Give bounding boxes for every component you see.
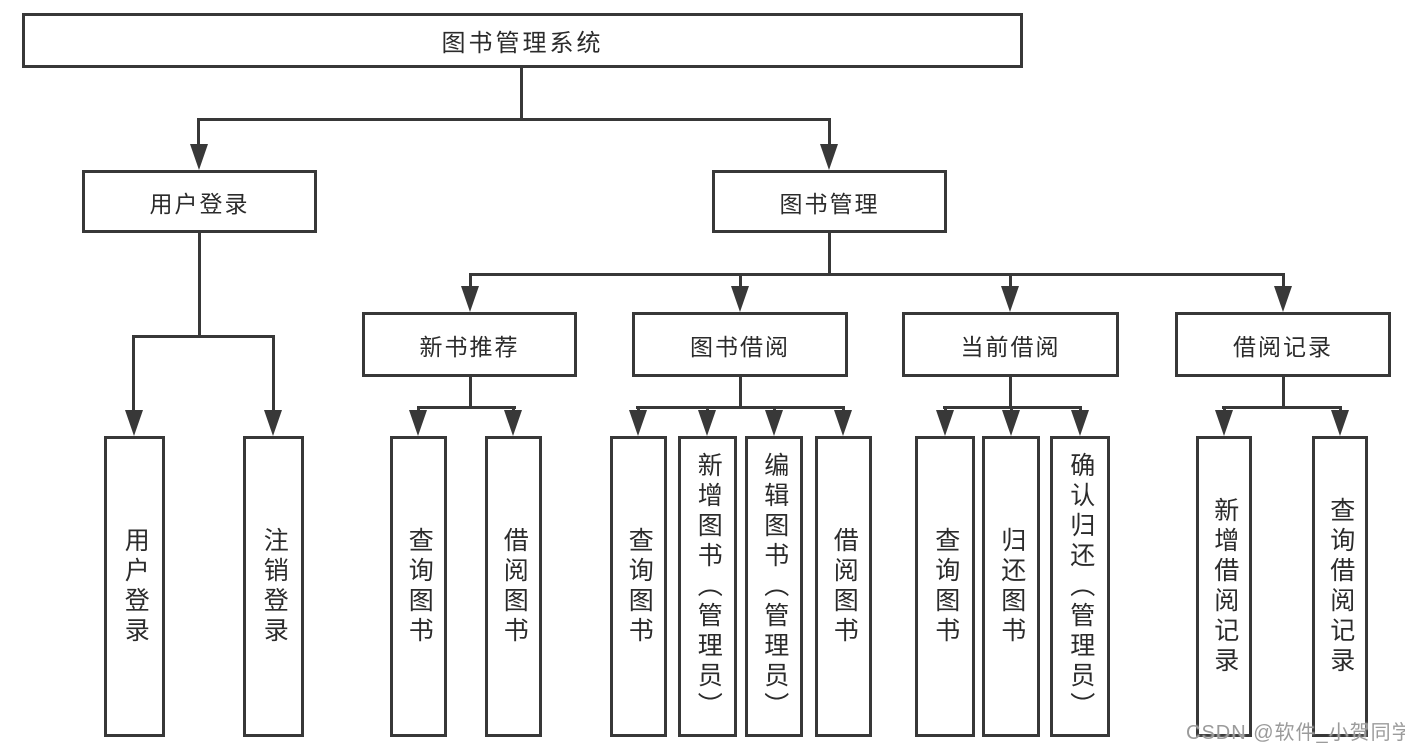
leaf-nb-borrow-book: 借阅图书: [485, 436, 542, 737]
node-label: 新书推荐: [419, 333, 520, 360]
node-label: 编辑图书（管理员）: [760, 451, 789, 722]
arrowhead-cb-return: [1002, 410, 1020, 436]
node-label: 新增借阅记录: [1210, 496, 1239, 677]
arrowhead-new-book-recommend: [461, 286, 479, 312]
node-library-management-system: 图书管理系统: [22, 13, 1023, 68]
node-label: 查询借阅记录: [1326, 496, 1355, 677]
node-label: 注销登录: [260, 526, 289, 647]
connector-book-management-stem: [828, 233, 831, 275]
leaf-bb-query-book: 查询图书: [610, 436, 667, 737]
leaf-bb-borrow-book: 借阅图书: [815, 436, 872, 737]
arrowhead-user-login: [190, 144, 208, 170]
leaf-cb-confirm-return: 确认归还（管理员）: [1050, 436, 1110, 737]
arrowhead-book-management: [820, 144, 838, 170]
leaf-br-add-record: 新增借阅记录: [1196, 436, 1252, 737]
node-label: 借阅图书: [500, 526, 529, 647]
arrowhead-bb-borrow: [834, 410, 852, 436]
connector-root-stem: [520, 68, 523, 120]
node-label: 用户登录: [121, 526, 150, 647]
connector-current-borrow-drop: [1009, 273, 1012, 290]
arrowhead-bb-add: [698, 410, 716, 436]
node-label: 查询图书: [405, 526, 434, 647]
arrowhead-bb-edit: [765, 410, 783, 436]
leaf-cb-return-book: 归还图书: [982, 436, 1040, 737]
connector-book-management-drop: [828, 118, 831, 148]
arrowhead-cb-confirm: [1071, 410, 1089, 436]
connector-new-book-drop: [469, 273, 472, 290]
connector-level1-branch: [198, 118, 831, 121]
node-label: 查询图书: [931, 526, 960, 647]
connector-current-borrow-stem: [1009, 377, 1012, 408]
node-label: 借阅记录: [1233, 333, 1333, 360]
node-label: 当前借阅: [960, 333, 1061, 360]
connector-user-login-branch: [132, 335, 275, 338]
leaf-bb-edit-book: 编辑图书（管理员）: [745, 436, 803, 737]
arrowhead-nb-query: [409, 410, 427, 436]
leaf-logout: 注销登录: [243, 436, 304, 737]
csdn-watermark: CSDN @软件_小贺同学: [1186, 722, 1405, 744]
node-book-borrow: 图书借阅: [632, 312, 848, 377]
node-label: 归还图书: [997, 526, 1026, 647]
connector-borrow-record-drop: [1282, 273, 1285, 290]
arrowhead-logout-leaf: [264, 410, 282, 436]
node-label: 图书借阅: [690, 333, 790, 360]
arrowhead-borrow-record: [1274, 286, 1292, 312]
connector-borrow-record-branch: [1222, 406, 1342, 409]
node-label: 查询图书: [625, 526, 654, 647]
node-label: 借阅图书: [830, 526, 859, 647]
node-label: 图书管理系统: [441, 30, 604, 57]
connector-new-book-stem: [469, 377, 472, 408]
leaf-cb-query-book: 查询图书: [915, 436, 975, 737]
connector-book-borrow-stem: [739, 377, 742, 408]
arrowhead-bb-query: [629, 410, 647, 436]
node-label: 确认归还（管理员）: [1066, 451, 1095, 722]
leaf-bb-add-book: 新增图书（管理员）: [678, 436, 737, 737]
arrowhead-br-add: [1215, 410, 1233, 436]
node-label: 图书管理: [779, 190, 880, 217]
leaf-user-login: 用户登录: [104, 436, 165, 737]
node-label: 新增图书（管理员）: [694, 451, 723, 722]
arrowhead-cb-query: [936, 410, 954, 436]
connector-new-book-branch: [417, 406, 516, 409]
connector-logout-leaf-drop: [272, 335, 275, 414]
arrowhead-current-borrow: [1001, 286, 1019, 312]
leaf-nb-query-book: 查询图书: [390, 436, 447, 737]
leaf-br-query-record: 查询借阅记录: [1312, 436, 1368, 737]
node-user-login: 用户登录: [82, 170, 317, 233]
connector-borrow-record-stem: [1282, 377, 1285, 408]
connector-user-login-stem: [198, 233, 201, 335]
arrowhead-book-borrow: [731, 286, 749, 312]
node-new-book-recommend: 新书推荐: [362, 312, 577, 377]
arrowhead-br-query: [1331, 410, 1349, 436]
connector-book-borrow-drop: [739, 273, 742, 290]
node-book-management: 图书管理: [712, 170, 947, 233]
arrowhead-nb-borrow: [504, 410, 522, 436]
node-label: 用户登录: [149, 190, 250, 217]
node-borrow-record: 借阅记录: [1175, 312, 1391, 377]
arrowhead-login-leaf: [125, 410, 143, 436]
connector-login-leaf-drop: [132, 335, 135, 414]
connector-user-login-drop: [197, 118, 200, 148]
connector-book-borrow-branch: [636, 406, 845, 409]
connector-level2-branch: [469, 273, 1285, 276]
node-current-borrow: 当前借阅: [902, 312, 1119, 377]
